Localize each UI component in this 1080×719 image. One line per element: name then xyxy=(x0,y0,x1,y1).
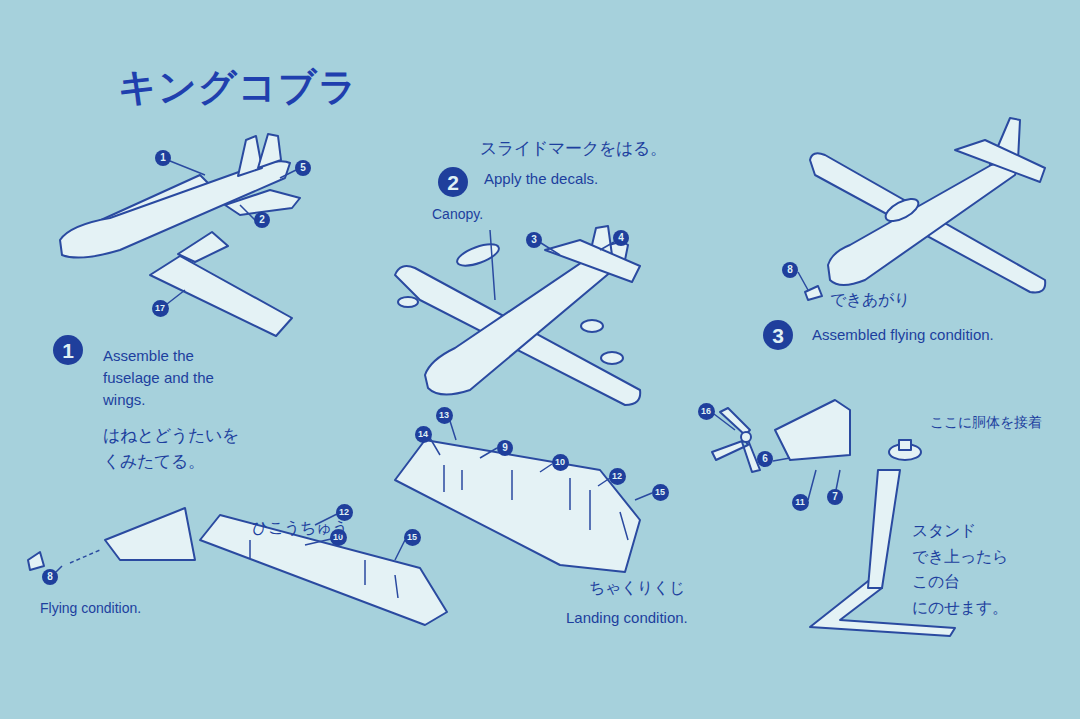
canopy xyxy=(455,240,502,270)
label-text: スタンド でき上ったら この台 にのせます。 xyxy=(912,518,1024,620)
number-text: 3 xyxy=(531,235,537,245)
fuselage xyxy=(828,156,1020,285)
callout-number: 8 xyxy=(42,569,58,585)
callout-number: 14 xyxy=(415,426,432,443)
callout-number: 16 xyxy=(698,403,715,420)
number-text: 12 xyxy=(612,472,622,481)
callout-number: 13 xyxy=(436,407,453,424)
label-text: Flying condition. xyxy=(40,600,141,617)
label-text: はねとどうたいを くみたてる。 xyxy=(103,423,263,474)
wing xyxy=(810,153,1045,292)
decal xyxy=(581,320,603,332)
number-text: 4 xyxy=(618,233,624,243)
callout-number: 4 xyxy=(613,230,629,246)
label-text: Canopy. xyxy=(432,206,483,223)
callout-number: 1 xyxy=(155,150,171,166)
decal xyxy=(601,352,623,364)
number-text: 3 xyxy=(772,325,784,346)
label-text: Apply the decals. xyxy=(484,170,598,188)
label-text: Assembled flying condition. xyxy=(812,326,994,344)
callout-number: 11 xyxy=(792,494,809,511)
nose-section xyxy=(775,400,850,460)
label-text: スライドマークをはる。 xyxy=(480,138,667,158)
step-number: 1 xyxy=(53,335,83,365)
number-text: 15 xyxy=(655,488,665,497)
title: キングコブラ xyxy=(118,62,358,113)
step-number: 3 xyxy=(763,320,793,350)
label-text: Landing condition. xyxy=(566,609,688,627)
number-text: 5 xyxy=(300,163,306,173)
callout-number: 6 xyxy=(757,451,773,467)
stabilizer xyxy=(545,240,640,282)
callout-number: 15 xyxy=(404,529,421,546)
number-text: 14 xyxy=(418,430,428,439)
wing-flying xyxy=(200,515,447,625)
gear-struts xyxy=(444,465,628,540)
label-text: ここに胴体を接着 xyxy=(930,414,1042,431)
number-text: 13 xyxy=(439,411,449,420)
number-text: 16 xyxy=(701,407,711,416)
number-text: 12 xyxy=(339,508,349,517)
stabilizer xyxy=(955,140,1045,182)
number-text: 7 xyxy=(832,492,838,502)
callout-number: 7 xyxy=(827,489,843,505)
gear-doors xyxy=(250,540,398,598)
number-text: 2 xyxy=(259,215,265,225)
callout-number: 10 xyxy=(552,454,569,471)
stand-peg xyxy=(899,440,911,450)
number-text: 8 xyxy=(787,265,793,275)
assembly-line xyxy=(70,550,100,563)
spinner xyxy=(28,552,44,570)
label-text: Assemble the fuselage and the wings. xyxy=(103,345,228,410)
callout-number: 5 xyxy=(295,160,311,176)
decal xyxy=(398,297,418,307)
callout-number: 2 xyxy=(254,212,270,228)
tail-fin xyxy=(238,136,262,176)
callout-number: 15 xyxy=(652,484,669,501)
number-text: 10 xyxy=(555,458,565,467)
number-text: 17 xyxy=(155,304,165,313)
callout-number: 12 xyxy=(336,504,353,521)
callout-number: 17 xyxy=(152,300,169,317)
callout-number: 12 xyxy=(609,468,626,485)
leader-lines xyxy=(56,161,840,572)
step-number: 2 xyxy=(438,167,468,197)
wing xyxy=(150,256,292,336)
wing-root xyxy=(178,232,228,262)
number-text: 15 xyxy=(407,533,417,542)
number-text: 9 xyxy=(502,443,508,453)
wing-landing xyxy=(395,440,640,572)
canopy xyxy=(882,194,921,225)
number-text: 1 xyxy=(160,153,166,163)
number-text: 1 xyxy=(62,340,74,361)
nose-section xyxy=(105,508,195,560)
number-text: 11 xyxy=(795,498,805,507)
hub xyxy=(741,432,751,442)
tail-fin xyxy=(258,134,281,168)
label-text: できあがり xyxy=(830,290,910,309)
stand-pole xyxy=(868,470,900,588)
callout-number: 9 xyxy=(497,440,513,456)
number-text: 6 xyxy=(762,454,768,464)
callout-number: 3 xyxy=(526,232,542,248)
label-text: ひこうちゅう xyxy=(252,518,348,537)
number-text: 8 xyxy=(47,572,53,582)
callout-number: 8 xyxy=(782,262,798,278)
label-text: ちゃくりくじ xyxy=(589,578,685,597)
number-text: 2 xyxy=(447,172,459,193)
